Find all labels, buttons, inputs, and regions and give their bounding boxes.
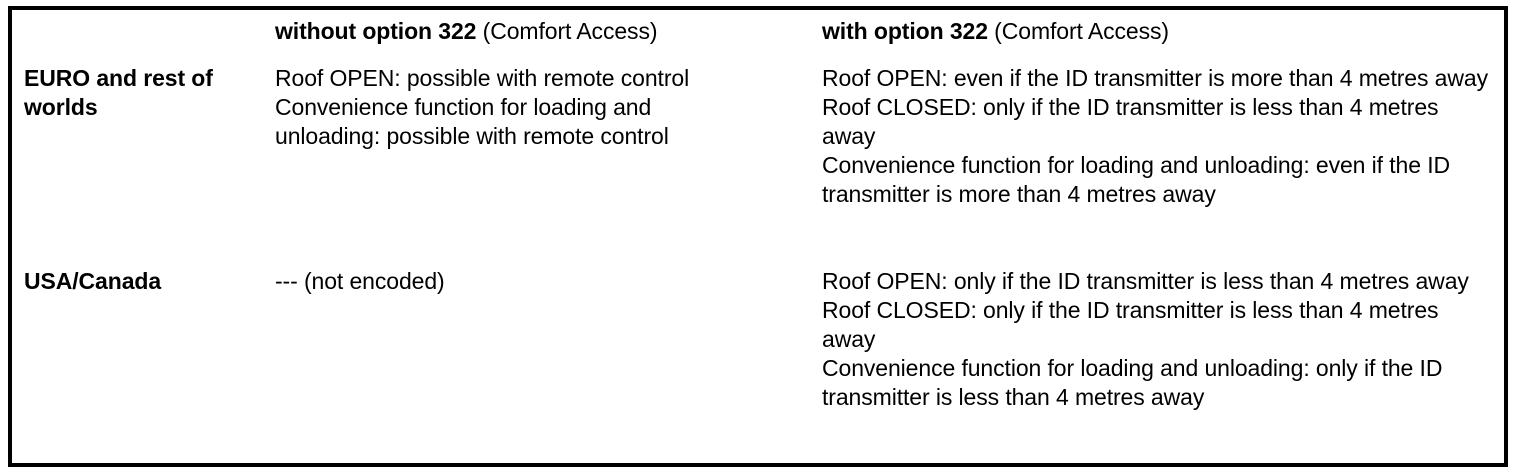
row-usa-with-paragraph: Roof OPEN: only if the ID transmitter is… [822,268,1469,294]
row-usa-region-cell: USA/Canada [12,260,263,463]
row-usa-with-cell: Roof OPEN: only if the ID transmitter is… [810,260,1504,463]
header-cell-without-option: without option 322 (Comfort Access) [263,10,810,57]
header-with-option-strong: with option 322 [822,18,988,44]
row-euro-without-line: unloading: possible with remote control [275,123,669,149]
row-usa-region-label: USA/Canada [24,268,162,294]
header-without-option-strong: without option 322 [275,18,477,44]
row-euro-with-paragraph: Convenience function for loading and unl… [822,152,1451,207]
header-without-option-normal: (Comfort Access) [476,18,658,44]
row-euro-without-cell: Roof OPEN: possible with remote control … [263,57,810,260]
comfort-access-table: without option 322 (Comfort Access) with… [12,10,1504,463]
row-euro-with-cell: Roof OPEN: even if the ID transmitter is… [810,57,1504,260]
row-euro-region-cell: EURO and rest of worlds [12,57,263,260]
row-euro-without-line: Roof OPEN: possible with remote control [275,65,690,91]
row-euro-with-paragraph: Roof CLOSED: only if the ID transmitter … [822,94,1439,149]
row-usa-with-paragraph: Roof CLOSED: only if the ID transmitter … [822,297,1439,352]
row-euro-with-paragraph: Roof OPEN: even if the ID transmitter is… [822,65,1488,91]
table-row: USA/Canada --- (not encoded) Roof OPEN: … [12,260,1504,463]
header-cell-with-option: with option 322 (Comfort Access) [810,10,1504,57]
row-euro-without-line: Convenience function for loading and [275,94,652,120]
row-usa-without-line: --- (not encoded) [275,268,445,294]
row-usa-without-cell: --- (not encoded) [263,260,810,463]
row-usa-with-paragraph: Convenience function for loading and unl… [822,355,1443,410]
row-euro-region-label: EURO and rest of worlds [24,65,213,120]
table-header-row: without option 322 (Comfort Access) with… [12,10,1504,57]
header-cell-region [12,10,263,57]
comfort-access-table-container: without option 322 (Comfort Access) with… [8,6,1508,467]
table-row: EURO and rest of worlds Roof OPEN: possi… [12,57,1504,260]
header-with-option-normal: (Comfort Access) [987,18,1169,44]
